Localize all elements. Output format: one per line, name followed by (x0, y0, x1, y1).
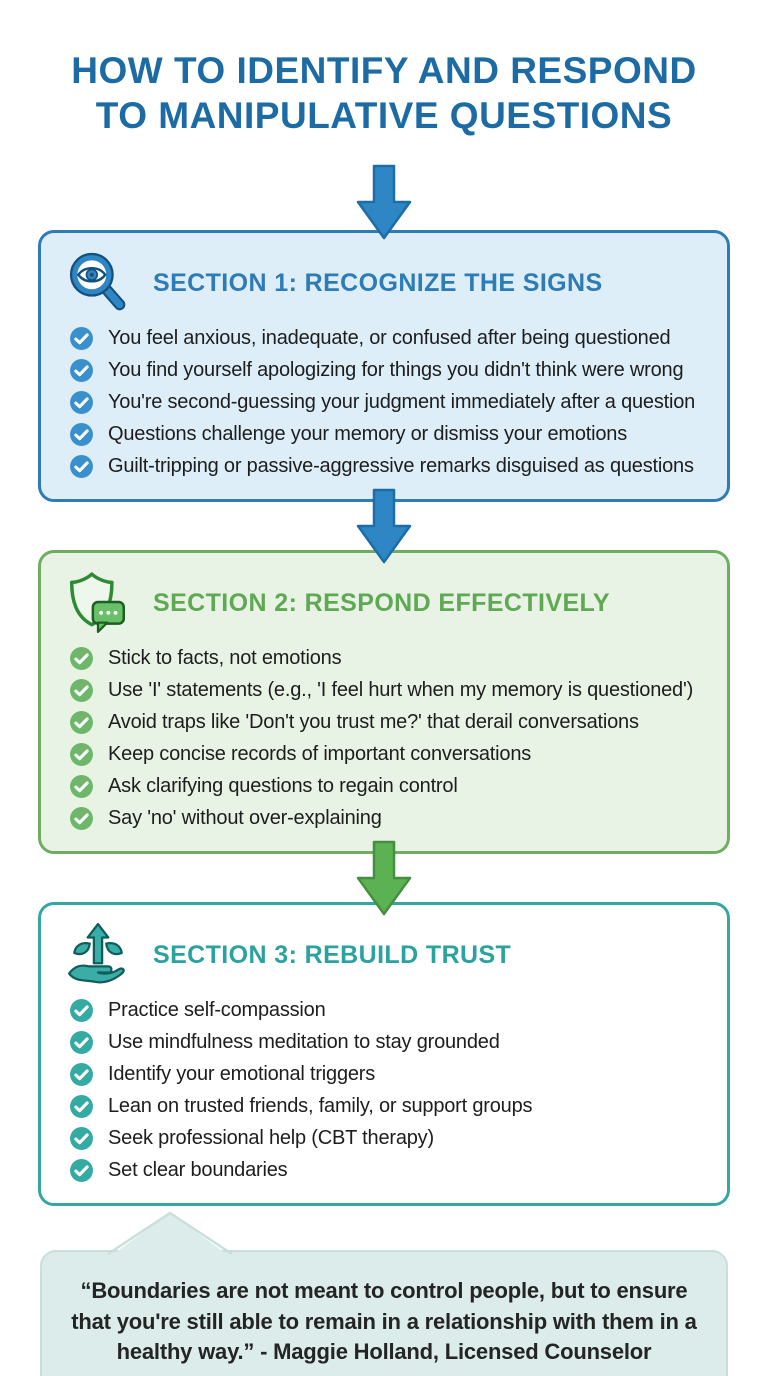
list-item-text: Seek professional help (CBT therapy) (108, 1127, 434, 1150)
section-2-heading: SECTION 2: RESPOND EFFECTIVELY (153, 588, 610, 617)
list-item-text: Avoid traps like 'Don't you trust me?' t… (108, 711, 639, 734)
check-circle-icon (70, 454, 93, 478)
speech-bubble-tail (107, 1211, 233, 1259)
list-item: Set clear boundaries (69, 1157, 707, 1183)
list-item: Identify your emotional triggers (69, 1061, 707, 1087)
check-circle-icon (70, 1062, 93, 1086)
section-1-header: SECTION 1: RECOGNIZE THE SIGNS (65, 249, 707, 317)
section-3-header: SECTION 3: REBUILD TRUST (65, 921, 707, 989)
section-3-card: SECTION 3: REBUILD TRUST Practice self-c… (38, 902, 730, 1207)
list-item: Guilt-tripping or passive-aggressive rem… (69, 453, 707, 479)
list-item: Lean on trusted friends, family, or supp… (69, 1093, 707, 1119)
list-item: Use mindfulness meditation to stay groun… (69, 1029, 707, 1055)
section-2-header: SECTION 2: RESPOND EFFECTIVELY (65, 569, 707, 637)
check-circle-icon (70, 1158, 93, 1182)
magnifier-eye-icon (69, 253, 126, 311)
check-circle-icon (70, 422, 93, 446)
list-item-text: Say 'no' without over-explaining (108, 807, 382, 830)
growth-hand-icon (67, 923, 125, 984)
list-item-text: Set clear boundaries (108, 1159, 288, 1182)
list-item: Avoid traps like 'Don't you trust me?' t… (69, 709, 707, 735)
check-circle-icon (70, 998, 93, 1022)
list-item-text: Ask clarifying questions to regain contr… (108, 775, 458, 798)
list-item-text: You find yourself apologizing for things… (108, 359, 684, 382)
list-item: Use 'I' statements (e.g., 'I feel hurt w… (69, 677, 707, 703)
check-circle-icon (70, 1094, 93, 1118)
list-item: You find yourself apologizing for things… (69, 357, 707, 383)
check-circle-icon (70, 774, 93, 798)
section-2-card: SECTION 2: RESPOND EFFECTIVELY Stick to … (38, 550, 730, 855)
list-item-text: Use 'I' statements (e.g., 'I feel hurt w… (108, 679, 694, 702)
check-circle-icon (70, 358, 93, 382)
quote-bubble: “Boundaries are not meant to control peo… (40, 1211, 728, 1376)
check-circle-icon (70, 678, 93, 702)
check-circle-icon (70, 1030, 93, 1054)
list-item-text: Practice self-compassion (108, 999, 326, 1022)
list-item: Questions challenge your memory or dismi… (69, 421, 707, 447)
blue-down-arrow-icon (356, 489, 412, 564)
quote-text: “Boundaries are not meant to control peo… (40, 1250, 728, 1376)
list-item-text: Keep concise records of important conver… (108, 743, 532, 766)
section-1-card: SECTION 1: RECOGNIZE THE SIGNS You feel … (38, 230, 730, 503)
shield-chat-icon (69, 572, 126, 634)
section-3-list: Practice self-compassion Use mindfulness… (61, 997, 707, 1191)
green-down-arrow-icon (356, 841, 412, 916)
check-circle-icon (70, 1126, 93, 1150)
blue-down-arrow-icon (356, 165, 412, 240)
check-circle-icon (70, 646, 93, 670)
list-item-text: Guilt-tripping or passive-aggressive rem… (108, 455, 694, 478)
check-circle-icon (70, 742, 93, 766)
check-circle-icon (70, 326, 93, 350)
list-item-text: Identify your emotional triggers (108, 1063, 376, 1086)
list-item-text: Lean on trusted friends, family, or supp… (108, 1095, 533, 1118)
list-item: Ask clarifying questions to regain contr… (69, 773, 707, 799)
list-item-text: You feel anxious, inadequate, or confuse… (108, 327, 671, 350)
list-item: You're second-guessing your judgment imm… (69, 389, 707, 415)
list-item-text: Stick to facts, not emotions (108, 647, 342, 670)
list-item: Keep concise records of important conver… (69, 741, 707, 767)
page-title-line2: TO MANIPULATIVE QUESTIONS (95, 95, 673, 137)
list-item-text: Use mindfulness meditation to stay groun… (108, 1031, 500, 1054)
section-2-list: Stick to facts, not emotions Use 'I' sta… (61, 645, 707, 839)
section-3-heading: SECTION 3: REBUILD TRUST (153, 940, 512, 969)
list-item-text: You're second-guessing your judgment imm… (108, 391, 696, 414)
list-item: Seek professional help (CBT therapy) (69, 1125, 707, 1151)
check-circle-icon (70, 806, 93, 830)
check-circle-icon (70, 390, 93, 414)
list-item: Say 'no' without over-explaining (69, 805, 707, 831)
list-item: Practice self-compassion (69, 997, 707, 1023)
section-1-list: You feel anxious, inadequate, or confuse… (61, 325, 707, 487)
page-title-line1: HOW TO IDENTIFY AND RESPOND (71, 50, 697, 91)
section-1-heading: SECTION 1: RECOGNIZE THE SIGNS (153, 268, 603, 297)
check-circle-icon (70, 710, 93, 734)
list-item: Stick to facts, not emotions (69, 645, 707, 671)
list-item: You feel anxious, inadequate, or confuse… (69, 325, 707, 351)
list-item-text: Questions challenge your memory or dismi… (108, 423, 628, 446)
